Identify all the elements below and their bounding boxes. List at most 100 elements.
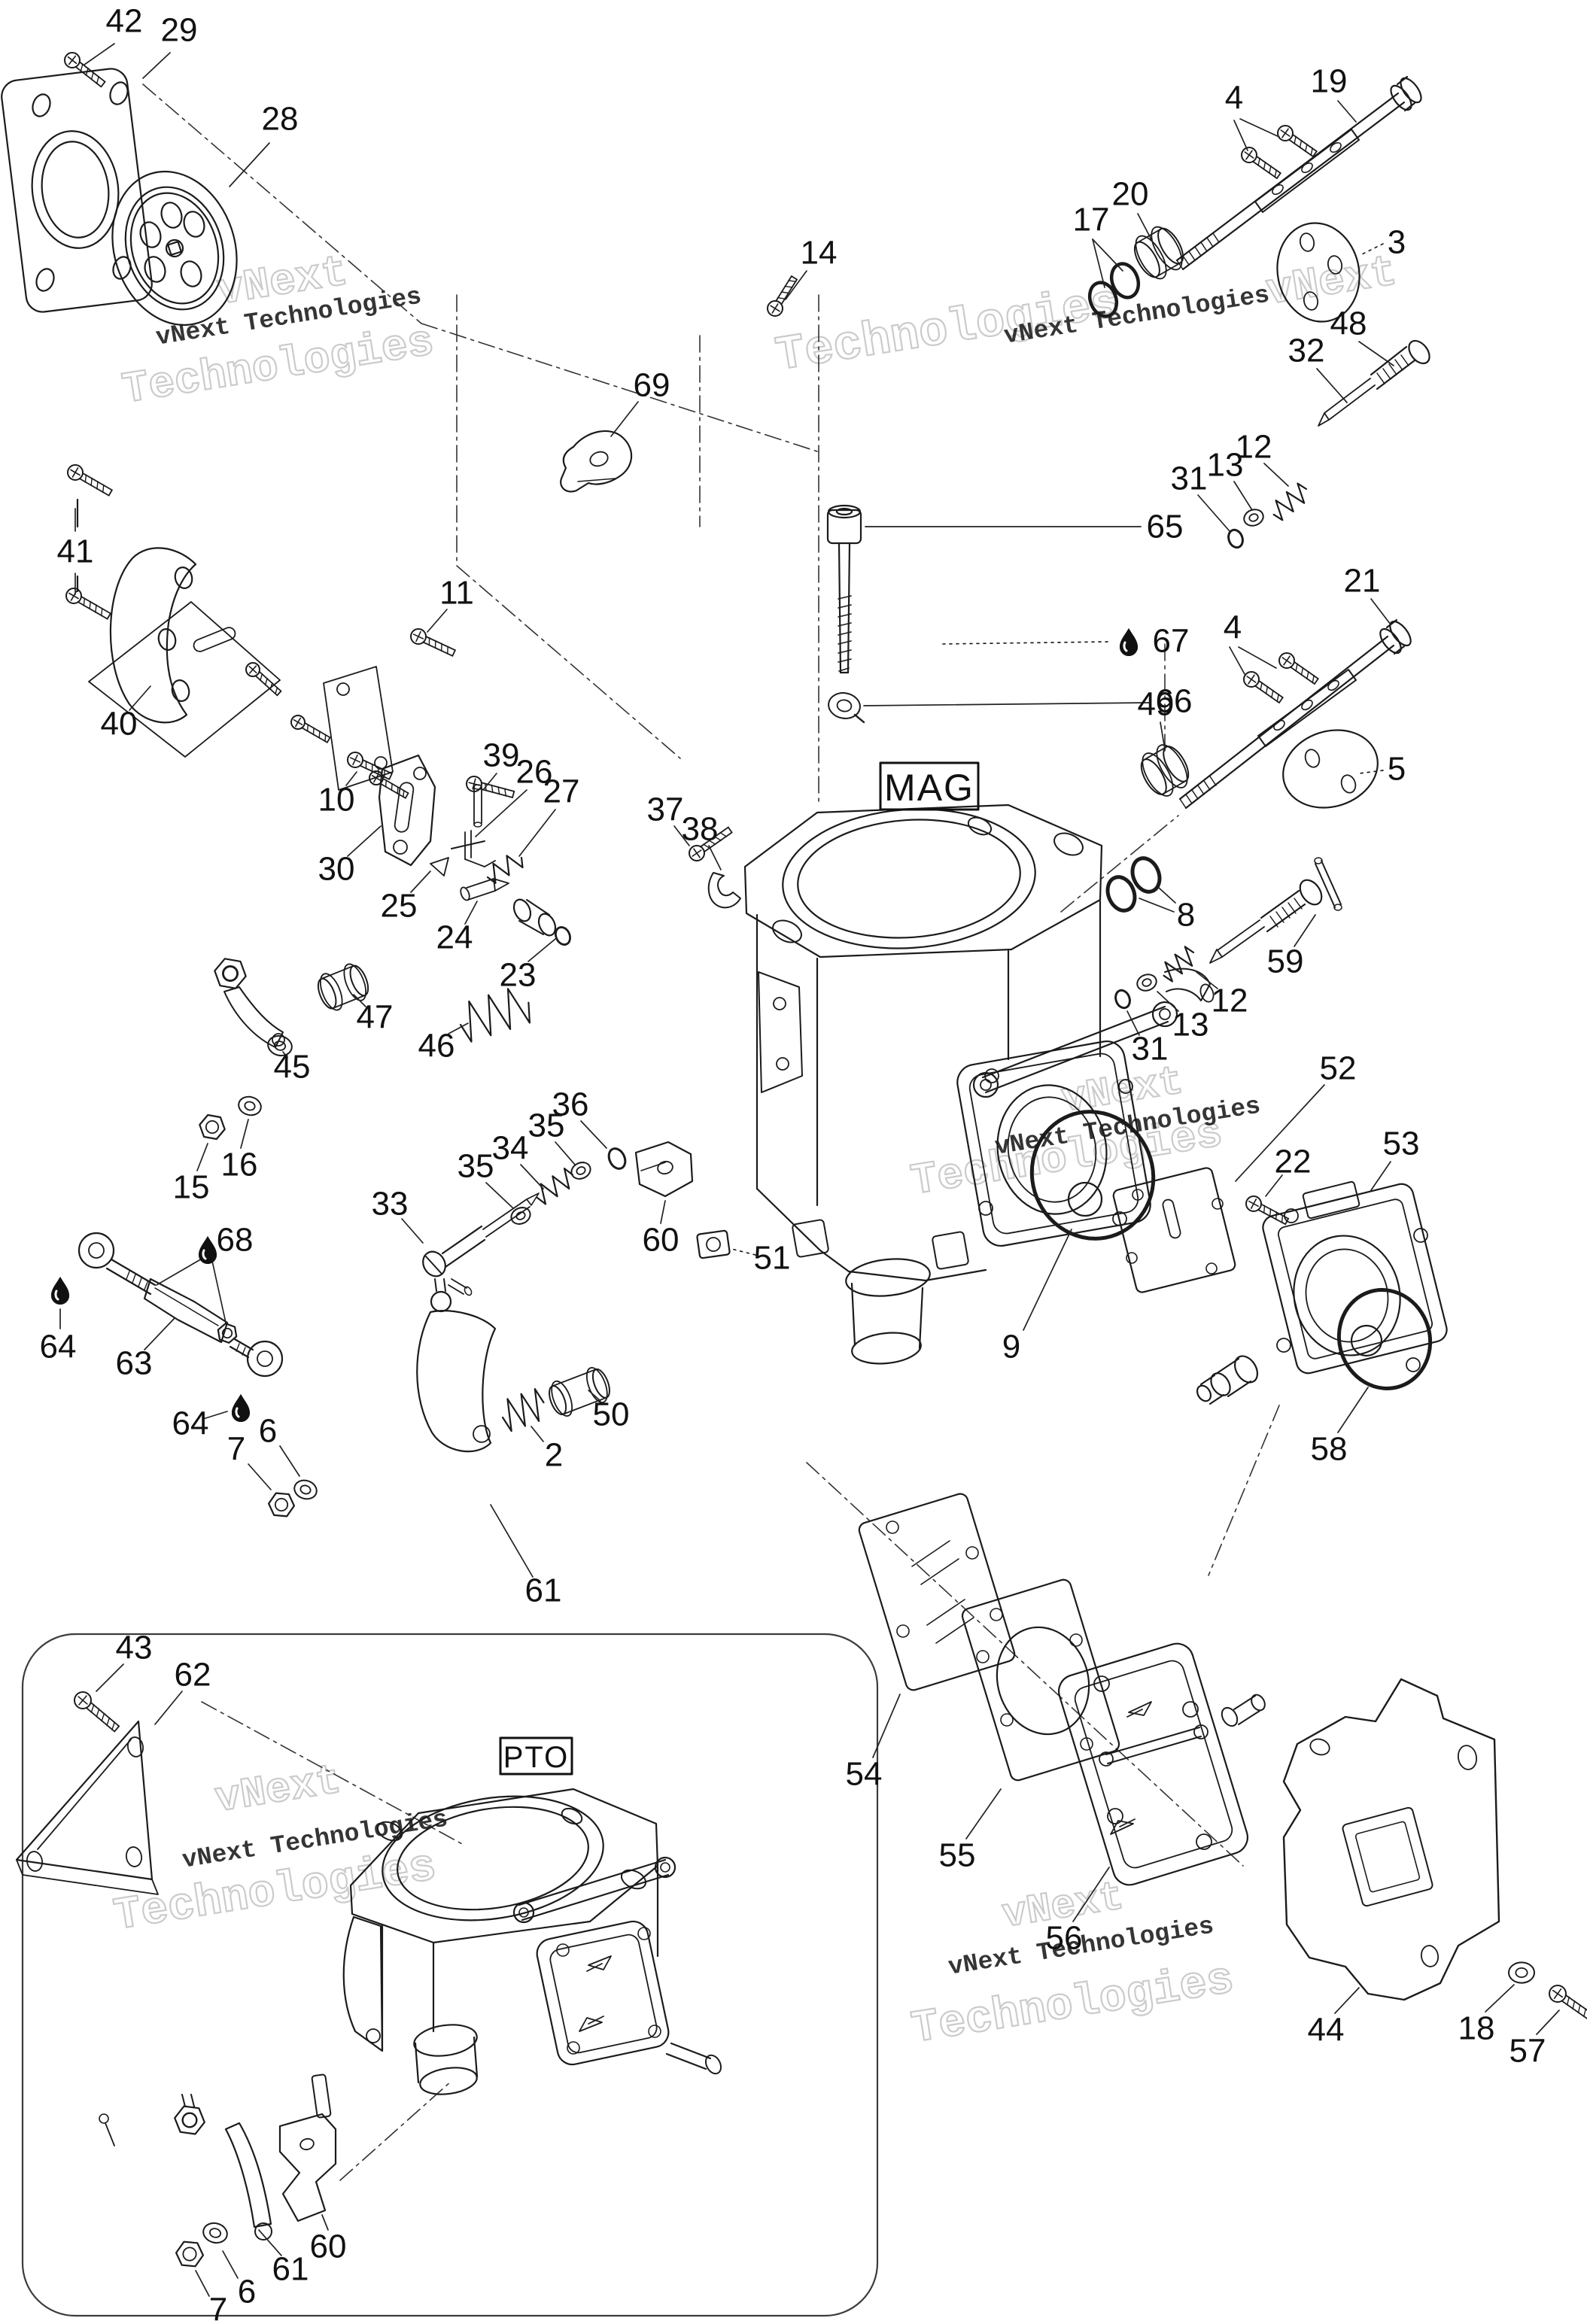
part-callout: 54 <box>846 1694 901 1793</box>
screw-shank <box>703 831 733 853</box>
callout-number: 49 <box>1138 686 1175 723</box>
callout-number: 56 <box>1046 1920 1083 1957</box>
part-line <box>706 1237 721 1252</box>
washer-66 <box>828 692 861 719</box>
disc-5 <box>1282 729 1379 809</box>
part-line <box>772 919 802 943</box>
washer-outer <box>1508 1961 1535 1984</box>
part-line <box>109 81 129 105</box>
spool-side <box>1143 746 1167 761</box>
washer-18 <box>1508 1961 1535 1984</box>
washer-35b <box>510 1207 531 1225</box>
callout-leader <box>353 994 366 1007</box>
screw-slot <box>68 592 79 600</box>
screw-slot <box>248 665 257 674</box>
part-callout: 18 <box>1458 1984 1515 2047</box>
callout-leader <box>1370 598 1391 625</box>
part-callout: 10 <box>318 771 357 819</box>
screw-slot <box>78 1696 88 1705</box>
callout-leader <box>1092 238 1123 272</box>
oring-23 <box>555 926 571 946</box>
part-line <box>451 1278 467 1289</box>
callout-leader <box>464 901 478 925</box>
part-line <box>773 997 786 1010</box>
callout-number: 21 <box>1344 563 1381 600</box>
part-line <box>1277 1198 1433 1359</box>
callout-leader <box>144 1317 175 1350</box>
callout-number: 41 <box>57 533 94 570</box>
screw-shank <box>78 61 106 83</box>
part-line <box>665 2052 707 2070</box>
callout-number: 12 <box>1212 983 1248 1019</box>
callout-number: 38 <box>682 811 719 848</box>
part-line <box>1193 1724 1208 1739</box>
callout-leader <box>1370 1161 1391 1191</box>
part-line <box>413 2024 478 2057</box>
part-line <box>126 1736 144 1757</box>
screw-tip <box>404 792 409 799</box>
part-line <box>1406 1357 1421 1372</box>
screw-tip <box>727 826 733 834</box>
nut-hex <box>175 2240 204 2268</box>
part-line <box>1205 1262 1218 1274</box>
pump-cover-53 <box>1262 1183 1448 1375</box>
screw-41b <box>65 588 111 620</box>
washer-inner <box>208 2228 222 2238</box>
part-callout: 36 <box>552 1086 607 1149</box>
callout-number: 65 <box>1147 509 1184 545</box>
part-line <box>1400 77 1422 104</box>
part-line <box>526 1192 540 1206</box>
part-line <box>125 1846 143 1867</box>
part-line <box>1342 1806 1433 1907</box>
part-callout: 56 <box>1046 1867 1110 1957</box>
spool-flange <box>1156 744 1188 788</box>
callout-leader <box>248 1463 272 1490</box>
part-line <box>1132 1189 1144 1201</box>
part-callout: 37 <box>647 791 690 846</box>
callout-number: 8 <box>1177 897 1195 934</box>
screw-shank <box>1561 2000 1587 2020</box>
nut-hex <box>217 1323 238 1344</box>
part-line <box>1318 412 1330 427</box>
callout-number: 27 <box>543 773 580 810</box>
callout-leader <box>156 1257 204 1286</box>
callout-leader <box>1139 898 1175 913</box>
bushing-49 <box>1140 744 1190 797</box>
callout-leader <box>410 870 431 893</box>
screw-tip <box>106 612 111 620</box>
part-line <box>413 767 427 780</box>
part-line <box>444 1238 486 1268</box>
part-callout: 14 <box>785 235 837 300</box>
screw-shank <box>1260 1203 1290 1220</box>
spring-12b <box>1163 946 1195 983</box>
part-line <box>512 1901 535 1924</box>
callout-number: 26 <box>516 754 553 791</box>
part-callout: 30 <box>318 825 382 888</box>
part-callout: 58 <box>1311 1387 1369 1468</box>
callout-leader <box>1358 341 1394 366</box>
part-line <box>1107 1736 1202 1764</box>
oring-8b <box>1130 856 1162 894</box>
pto-flange <box>349 1788 659 1944</box>
part-callout: 6 <box>222 2250 256 2310</box>
callout-number: 48 <box>1330 305 1367 342</box>
part-line <box>1301 162 1313 174</box>
part-callout: 65 <box>865 509 1183 545</box>
part-callout: 43 <box>96 1630 152 1692</box>
arrow-icon <box>586 1955 612 1972</box>
callout-leader <box>1158 887 1176 904</box>
callout-number: 4 <box>1225 80 1243 117</box>
part-callout: 61 <box>490 1504 561 1609</box>
part-callout: 13 <box>1207 447 1253 511</box>
part-callout: 62 <box>154 1657 211 1725</box>
part-line <box>1266 903 1306 933</box>
part-line <box>1238 1710 1260 1725</box>
screw-slot <box>1281 657 1292 664</box>
nut-hole <box>274 1497 289 1512</box>
axis-guide-line <box>456 565 681 759</box>
callout-number: 52 <box>1320 1050 1357 1087</box>
part-line <box>537 913 557 937</box>
part-line <box>171 679 190 702</box>
callout-leader <box>84 43 115 65</box>
washer-outer <box>1243 509 1264 527</box>
